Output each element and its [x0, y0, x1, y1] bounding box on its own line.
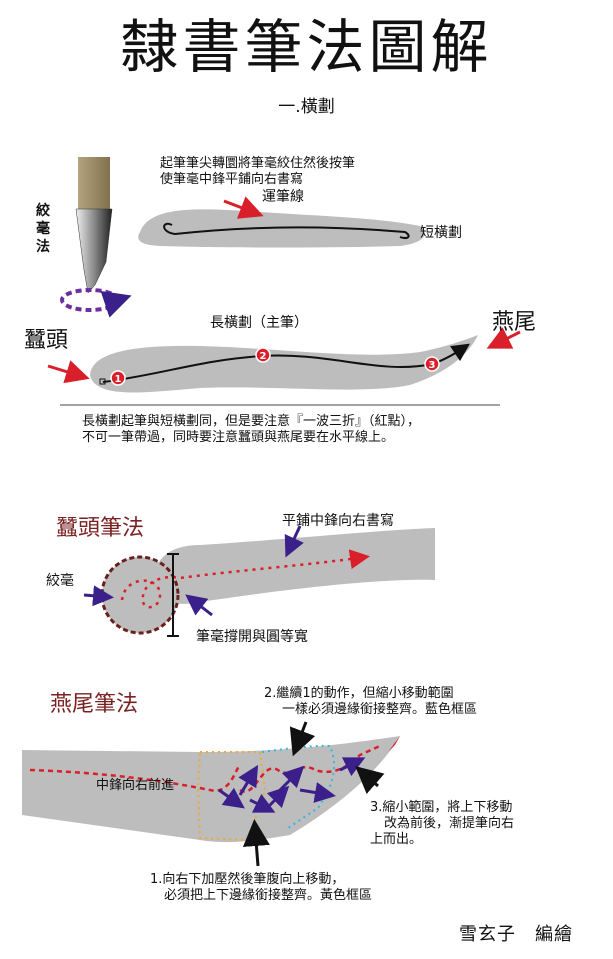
svg-text:3: 3 [429, 360, 436, 371]
point-1: 1 [110, 370, 126, 386]
silkworm-heading: 蠶頭筆法 [56, 516, 145, 541]
step2-line1: 2.繼續1的動作，但縮小移動範圍 [264, 686, 454, 701]
long-stroke-label: 長橫劃（主筆） [210, 315, 308, 331]
point-2: 2 [255, 347, 271, 363]
step1-line2: 必須把上下邊緣銜接整齊。黃色框區 [164, 888, 373, 903]
spread-label: 筆毫撐開與圓等寬 [196, 629, 308, 645]
note-top-line2: 使筆毫中鋒平鋪向右書寫 [160, 172, 304, 187]
step3-line2: 改為前後，漸提筆向右 [384, 816, 515, 831]
step1-line1: 1.向右下加壓然後筆腹向上移動， [150, 872, 345, 887]
note-bottom-line2: 不可一筆帶過，同時要注意蠶頭與燕尾要在水平線上。 [82, 430, 395, 445]
center-label: 中鋒向右前進 [96, 778, 175, 793]
credit-signature: 雪玄子 編繪 [459, 924, 573, 945]
short-stroke-label: 短橫劃 [420, 225, 462, 241]
svg-text:1: 1 [115, 374, 122, 385]
brush-label: 絞毫法 [36, 203, 50, 255]
swallow-heading: 燕尾筆法 [50, 692, 139, 717]
point-3: 3 [424, 356, 440, 372]
silkworm-head-circle [100, 555, 180, 635]
note-top-line1: 起筆筆尖轉圜將筆毫絞住然後按筆 [160, 156, 356, 171]
short-stroke-path-line [163, 222, 410, 240]
step3-line1: 3.縮小範圍，將上下移動 [370, 800, 513, 815]
flat-label: 平鋪中鋒向右書寫 [282, 513, 394, 529]
step3-line3: 上而出。 [370, 832, 423, 847]
twist-label: 絞毫 [46, 573, 74, 589]
section-subtitle: 一.橫劃 [278, 97, 335, 117]
note-bottom-line1: 長橫劃起筆與短橫劃同，但是要注意『一波三折』（紅點）， [82, 414, 421, 429]
brush-illustration [60, 157, 132, 318]
swallow-tail-label: 燕尾 [492, 310, 537, 335]
long-stroke-path-line [102, 343, 470, 383]
page-title: 隸書筆法圖解 [120, 13, 493, 81]
svg-text:2: 2 [260, 351, 267, 362]
silkworm-head-label: 蠶頭 [24, 328, 69, 353]
stroke-path-label: 運筆線 [262, 189, 304, 205]
long-stroke-shape [90, 335, 478, 393]
step2-line2: 一樣必須邊緣銜接整齊。藍色框區 [282, 702, 478, 717]
